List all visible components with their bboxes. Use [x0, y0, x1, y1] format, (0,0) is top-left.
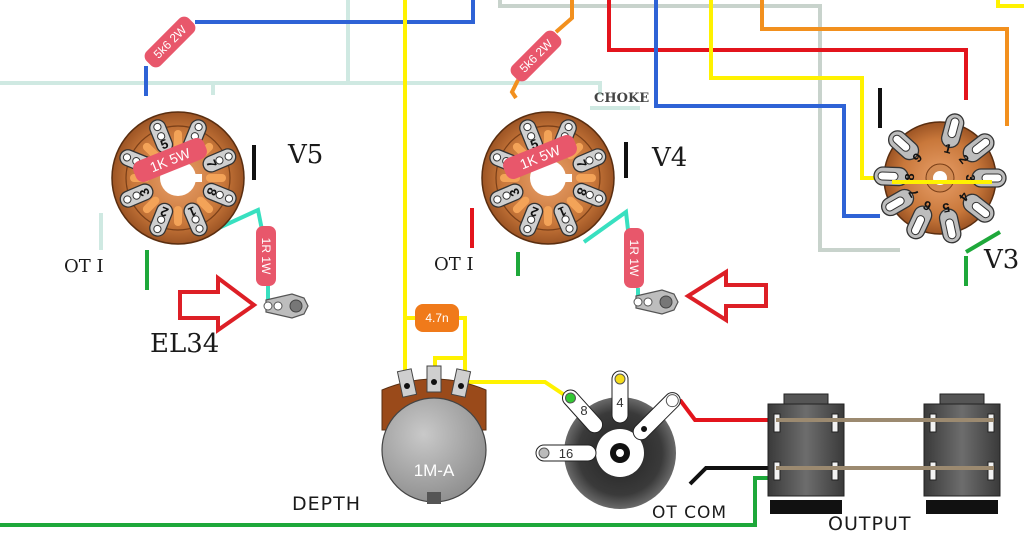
resistor-v4-screen[interactable]: 5k6 2W: [508, 28, 565, 85]
depth-potentiometer[interactable]: 1M-A: [381, 365, 487, 504]
arrow-right-icon: [178, 274, 258, 334]
output-jack-2[interactable]: [923, 393, 1001, 514]
choke-label: CHOKE: [594, 91, 649, 106]
wire-blue-v5: [144, 0, 475, 96]
v3-pin-8: 8: [902, 173, 917, 181]
tap-8[interactable]: [559, 387, 606, 436]
resistor-v5-cathode-label: 1R 1W: [259, 238, 273, 275]
tube-socket-v4[interactable]: 5 6 7 8 1 2 3 4: [481, 111, 615, 245]
wires: [0, 0, 1024, 527]
impedance-selector-switch[interactable]: 4 8 16: [535, 370, 684, 509]
tube-label-v5: V5: [287, 140, 323, 170]
ground-lug-v4[interactable]: [633, 289, 679, 315]
v3-pin-1: 1: [942, 140, 953, 156]
v3-pin-3: 3: [963, 174, 978, 181]
tube-label-v3: V3: [983, 245, 1019, 275]
depth-label: DEPTH: [292, 493, 361, 515]
wire-orange-long: [760, 0, 1009, 126]
wire-yellow-switch: [466, 380, 568, 398]
v3-pin-5: 5: [941, 200, 951, 216]
wire-mint-bus: [0, 81, 602, 95]
resistor-v4-grid[interactable]: 1K 5W: [501, 133, 580, 182]
wire-blue-v3: [654, 0, 880, 218]
tap-8-label: 8: [580, 403, 587, 418]
tube-type-label: EL34: [150, 329, 219, 359]
wire-yellow-top: [709, 0, 890, 180]
resistor-v4-cathode[interactable]: 1R 1W: [624, 228, 644, 288]
ot-com-label: OT COM: [652, 503, 727, 523]
tap-16-label: 16: [559, 446, 573, 461]
tap-output-arm: [632, 392, 681, 441]
tube-socket-v3[interactable]: 1 2 3 4 5 6 7 8 9: [873, 111, 1007, 246]
tap-16[interactable]: 16: [535, 444, 597, 462]
wire-gray-top: [498, 0, 900, 252]
wire-black-otcom: [688, 466, 775, 486]
output-jack-1[interactable]: [767, 393, 845, 514]
wire-red-top: [607, 0, 968, 100]
ground-lug-v5[interactable]: [263, 293, 309, 319]
tube-socket-v5[interactable]: 5 6 7 8 1 2 3 4: [111, 111, 245, 245]
capacitor-label: 4.7n: [425, 311, 448, 325]
ot-label-v5: OT I: [64, 256, 104, 277]
wire-green-ground: [0, 476, 775, 527]
wire-green-v3: [964, 230, 1002, 286]
arrow-left-icon: [684, 268, 768, 324]
resistor-v4-cathode-label: 1R 1W: [627, 240, 641, 277]
tube-label-v4: V4: [651, 143, 687, 173]
wire-orange-v4: [509, 0, 574, 100]
wire-yellow-corner: [996, 0, 1024, 8]
tap-4-label: 4: [616, 395, 623, 410]
pot-value-label: 1M-A: [414, 461, 455, 480]
resistor-v5-screen[interactable]: 5k6 2W: [142, 14, 199, 71]
capacitor-4-7n[interactable]: 4.7n: [415, 304, 459, 332]
wire-red-output: [678, 398, 775, 422]
ot-label-v4: OT I: [434, 254, 474, 275]
tap-4[interactable]: 4: [611, 370, 629, 424]
output-label: OUTPUT: [828, 513, 911, 535]
resistor-v5-cathode[interactable]: 1R 1W: [256, 226, 276, 286]
